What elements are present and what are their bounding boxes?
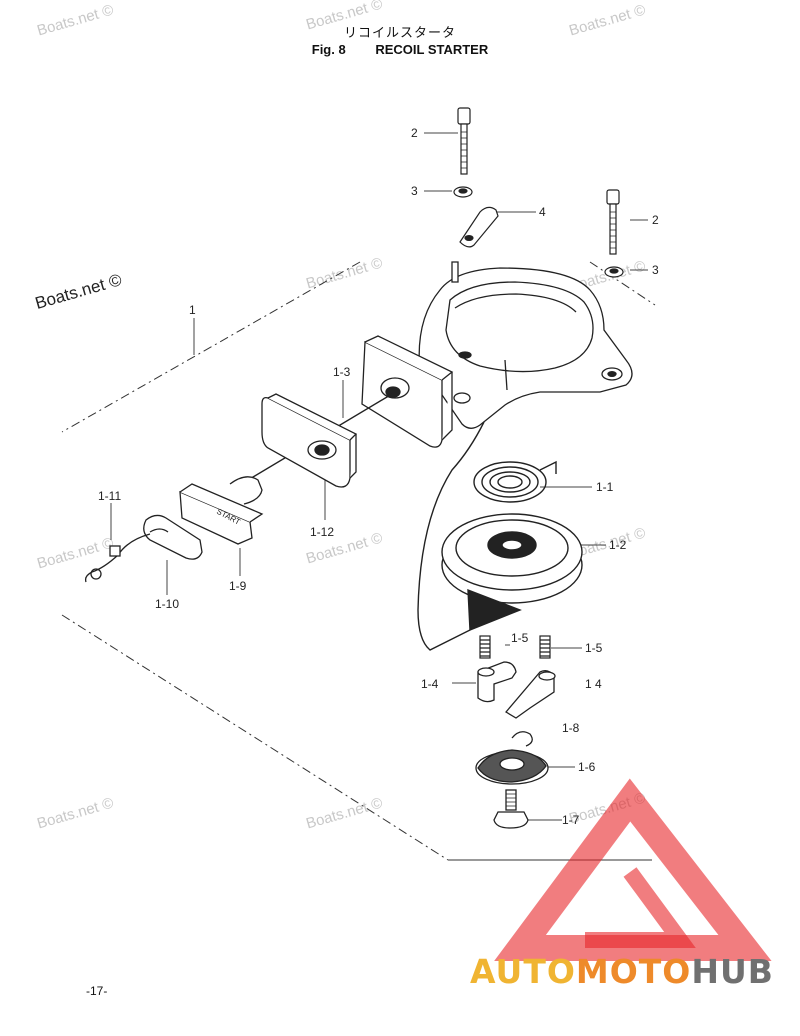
cord-end-part-1-11 [84, 533, 151, 583]
callout-1-1: 1-1 [596, 480, 614, 494]
callout-1-6: 1-6 [578, 760, 596, 774]
title-english: Fig. 8 RECOIL STARTER [0, 42, 800, 57]
rope-plate-part-1-12 [261, 393, 358, 488]
figure-number: Fig. 8 [311, 42, 346, 57]
ratchet-plate-part-1-6 [475, 749, 549, 785]
pawl-part-1-4 [477, 661, 517, 703]
starter-handle-part-1-9: START [179, 476, 264, 545]
callout-1-5: 1-5 [511, 631, 529, 645]
screw-part-1-7 [493, 789, 529, 829]
plate-part-4 [459, 206, 499, 248]
callout-3: 3 [411, 184, 418, 198]
callout-2: 2 [411, 126, 418, 140]
pawl-part-1-4-right [505, 670, 556, 719]
bolt-part-2 [457, 107, 471, 175]
callout-3-right: 3 [652, 263, 659, 277]
logo-part-moto: MOTO [575, 952, 692, 991]
rope-guide [361, 335, 454, 448]
rope-reel-part-1-2 [441, 513, 583, 632]
callout-1-4-right: 1 4 [585, 677, 602, 691]
pawl-spring-part-1-5 [479, 635, 491, 659]
handle-grip-part-1-10 [143, 514, 203, 560]
leader-lines [110, 132, 648, 821]
starter-housing [418, 261, 633, 429]
title-japanese: リコイルスタータ [343, 25, 456, 40]
callout-1-11: 1-11 [98, 489, 121, 503]
clip-part-1-8 [511, 731, 533, 747]
callout-2-right: 2 [652, 213, 659, 227]
callout-1-12: 1-12 [310, 525, 334, 539]
callout-1-8: 1-8 [562, 721, 580, 735]
diagram-title: RECOIL STARTER [375, 42, 489, 57]
logo-part-hub: HUB [691, 952, 774, 991]
callout-1-5-right: 1-5 [585, 641, 603, 655]
page-number: -17- [86, 984, 108, 998]
bolt-part-2-right [606, 189, 620, 255]
pawl-spring-part-1-5-right [539, 635, 551, 659]
callout-1-4: 1-4 [421, 677, 439, 691]
washer-part-3-right [604, 266, 624, 278]
assembly-boundary [61, 261, 656, 861]
callout-1-3: 1-3 [333, 365, 351, 379]
logo-triangle [494, 778, 772, 961]
logo-wordmark: AUTOMOTOHUB [470, 952, 774, 991]
callout-1-10: 1-10 [155, 597, 179, 611]
recoil-spring-part-1-1 [473, 460, 557, 503]
callout-1-7: 1-7 [562, 813, 580, 827]
callout-1: 1 [189, 303, 196, 317]
callout-4: 4 [539, 205, 546, 219]
callout-1-2: 1-2 [609, 538, 627, 552]
callout-labels: 1 2 3 4 2 3 1-3 1-12 1-9 1-10 1-11 1-1 1… [98, 126, 659, 827]
washer-part-3 [453, 186, 473, 198]
callout-1-9: 1-9 [229, 579, 247, 593]
logo-part-auto: AUTO [470, 952, 576, 991]
